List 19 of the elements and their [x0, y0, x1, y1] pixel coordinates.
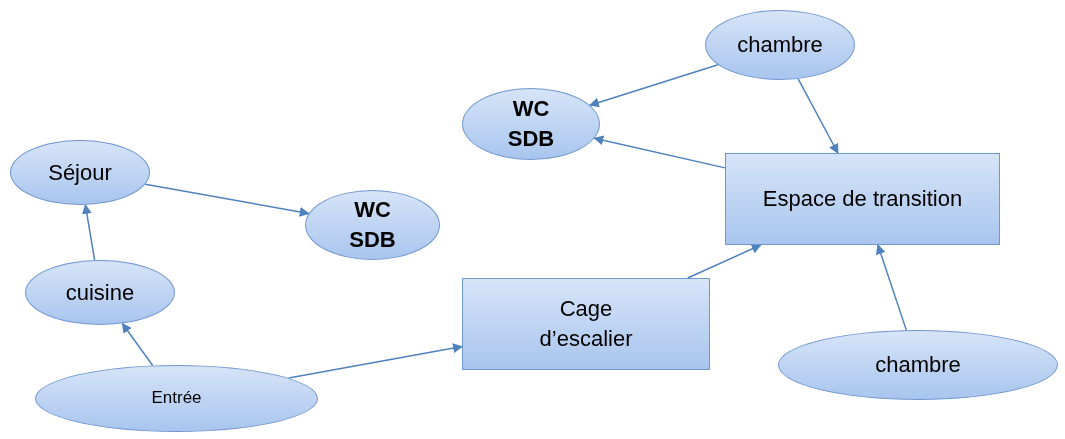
room-label: chambre	[737, 31, 823, 60]
arrow	[797, 78, 839, 154]
room-label: Cage d’escalier	[538, 295, 634, 353]
room-label: WC SDB	[506, 95, 556, 153]
room-box	[462, 278, 710, 370]
room-label: Séjour	[48, 158, 112, 187]
room-label: Espace de transition	[762, 185, 963, 214]
room-box	[725, 153, 1000, 245]
arrow	[593, 135, 726, 169]
arrow	[687, 244, 762, 279]
arrow	[287, 343, 463, 379]
room-label: chambre	[875, 351, 961, 380]
arrow	[144, 183, 310, 217]
arrow	[81, 203, 96, 261]
arrow	[589, 63, 719, 108]
room-label: Entrée	[151, 387, 202, 410]
room-label: WC SDB	[348, 196, 397, 254]
arrow	[876, 244, 908, 331]
room-label: cuisine	[65, 278, 135, 307]
